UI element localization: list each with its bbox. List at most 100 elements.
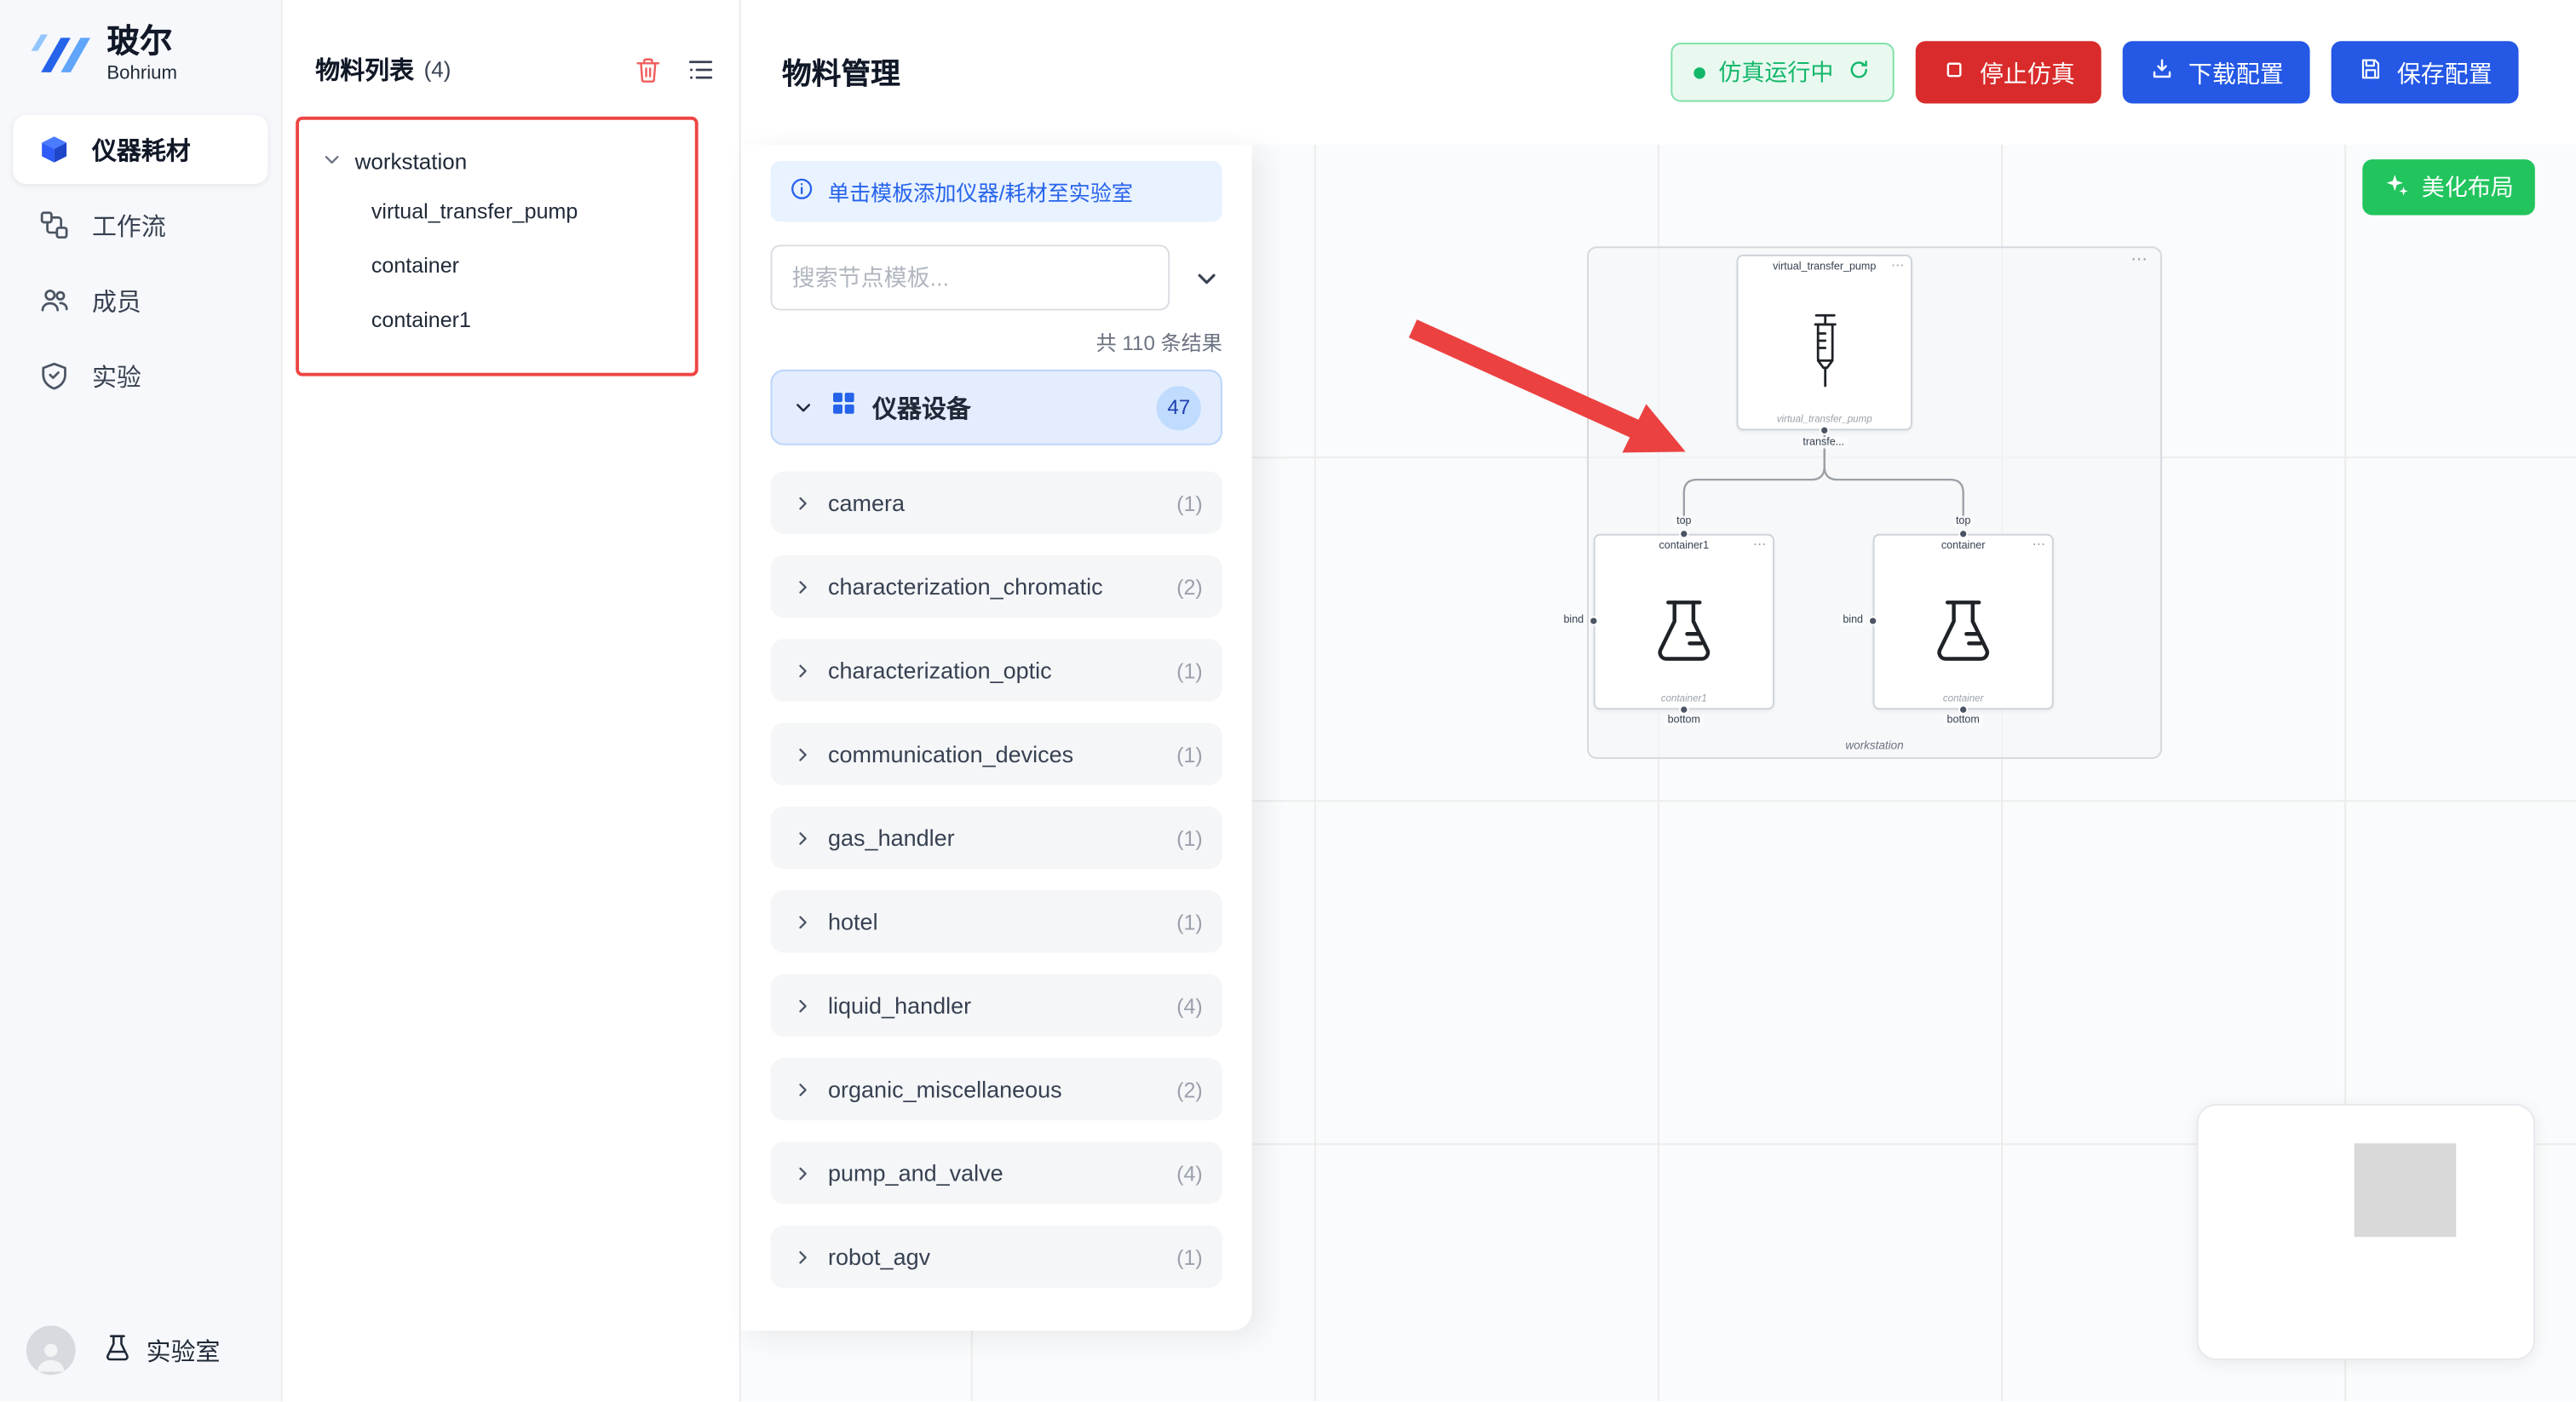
template-item-organic-miscellaneous[interactable]: organic_miscellaneous (2): [770, 1058, 1222, 1121]
sidebar: 玻尔 Bohrium 仪器耗材: [0, 0, 283, 1402]
workflow-icon: [37, 209, 71, 242]
sidebar-item-instruments[interactable]: 仪器耗材: [13, 115, 268, 185]
node-title: container1: [1659, 540, 1710, 553]
sidebar-item-workflow[interactable]: 工作流: [13, 191, 267, 260]
tree-node-label: workstation: [354, 149, 468, 175]
template-item-characterization-chromatic[interactable]: characterization_chromatic (2): [770, 554, 1222, 618]
node-subtitle: container: [1942, 694, 1984, 705]
template-item-hotel[interactable]: hotel (1): [770, 890, 1222, 953]
material-list-panel: 物料列表 (4): [282, 0, 741, 1402]
port-label-transfer: transfe...: [1799, 437, 1848, 449]
refresh-icon: [1847, 58, 1872, 88]
minimap[interactable]: [2196, 1104, 2535, 1360]
template-item-communication-devices[interactable]: communication_devices (1): [770, 722, 1222, 785]
grid-icon: [830, 389, 858, 425]
sidebar-item-label: 成员: [92, 288, 141, 317]
template-item-robot-agv[interactable]: robot_agv (1): [770, 1225, 1222, 1289]
sidebar-item-experiment[interactable]: 实验: [13, 342, 267, 411]
panel-collapse-chevron-icon[interactable]: [1189, 261, 1222, 295]
node-more-icon[interactable]: ⋯: [1890, 257, 1905, 273]
sidebar-item-label: 仪器耗材: [92, 137, 191, 165]
info-text: 单击模板添加仪器/耗材至实验室: [828, 181, 1134, 206]
node-virtual-transfer-pump[interactable]: virtual_transfer_pump ⋯ vir: [1736, 254, 1912, 431]
simulation-status-badge[interactable]: 仿真运行中: [1670, 43, 1895, 102]
material-list-title: 物料列表: [315, 57, 415, 86]
bohrium-logo-icon: [31, 34, 91, 72]
node-subtitle: virtual_transfer_pump: [1776, 415, 1872, 426]
template-item-gas-handler[interactable]: gas_handler (1): [770, 806, 1222, 870]
port-label-bottom: bottom: [1943, 714, 1983, 727]
members-icon: [37, 284, 71, 318]
beautify-layout-button[interactable]: 美化布局: [2362, 159, 2535, 215]
info-icon: [789, 175, 815, 207]
chevron-right-icon: [791, 658, 814, 681]
group-more-icon[interactable]: ⋯: [2130, 251, 2148, 270]
save-icon: [2358, 56, 2384, 89]
tree-node-workstation[interactable]: workstation: [309, 140, 686, 184]
sidebar-bottom: 实验室: [0, 1306, 281, 1401]
chevron-down-icon: [322, 150, 342, 175]
category-count-badge: 47: [1156, 385, 1201, 430]
chevron-right-icon: [791, 910, 814, 933]
minimap-viewport[interactable]: [2354, 1143, 2457, 1238]
experiment-shield-icon: [37, 359, 71, 393]
tree-view-icon[interactable]: [683, 54, 716, 87]
material-list-header: 物料列表 (4): [283, 0, 739, 101]
chevron-right-icon: [791, 1162, 814, 1185]
chevron-right-icon: [791, 575, 814, 598]
chevron-right-icon: [791, 1245, 814, 1268]
sidebar-nav: 仪器耗材 工作流: [0, 105, 281, 411]
beaker-icon: [1925, 552, 2001, 708]
chevron-right-icon: [791, 743, 814, 766]
logo-subtitle: Bohrium: [106, 65, 177, 85]
group-label: workstation: [1845, 740, 1904, 753]
logo: 玻尔 Bohrium: [0, 0, 281, 105]
node-container[interactable]: container ⋯ container: [1872, 533, 2054, 710]
template-search-input[interactable]: [770, 244, 1170, 311]
status-dot: [1693, 66, 1705, 78]
node-more-icon[interactable]: ⋯: [1752, 537, 1767, 553]
node-subtitle: container1: [1660, 694, 1707, 705]
stop-simulation-button[interactable]: 停止仿真: [1915, 41, 2102, 104]
main-area: 物料管理 仿真运行中: [740, 0, 2576, 1402]
status-label: 仿真运行中: [1718, 59, 1834, 86]
sparkle-icon: [2383, 172, 2410, 204]
port-label-bind: bind: [1560, 614, 1588, 626]
category-label: 仪器设备: [872, 394, 971, 423]
port-label-bind: bind: [1839, 614, 1866, 626]
page-title: 物料管理: [782, 57, 900, 91]
node-title: container: [1941, 540, 1986, 553]
tree-node-child[interactable]: container1: [371, 307, 471, 332]
download-config-button[interactable]: 下载配置: [2122, 41, 2310, 104]
node-container1[interactable]: container1 ⋯ container1: [1593, 533, 1774, 710]
tree-node-child[interactable]: virtual_transfer_pump: [371, 198, 578, 224]
node-title: virtual_transfer_pump: [1773, 261, 1877, 273]
chevron-down-icon: [792, 396, 815, 419]
sidebar-item-members[interactable]: 成员: [13, 266, 267, 335]
tree-node-child[interactable]: container: [371, 253, 460, 278]
chevron-right-icon: [791, 491, 814, 514]
delete-trash-icon[interactable]: [631, 54, 664, 87]
node-more-icon[interactable]: ⋯: [2032, 537, 2046, 553]
category-instruments[interactable]: 仪器设备 47: [770, 369, 1222, 445]
template-item-camera[interactable]: camera (1): [770, 471, 1222, 534]
chevron-right-icon: [791, 826, 814, 849]
logo-title: 玻尔: [106, 25, 173, 62]
port-label-bottom: bottom: [1664, 714, 1704, 727]
material-tree-highlight: workstation virtual_transfer_pump contai…: [296, 116, 699, 376]
chevron-right-icon: [791, 994, 814, 1017]
port-label-top: top: [1673, 515, 1695, 528]
beaker-icon: [1646, 552, 1722, 708]
sidebar-item-label: 实验: [92, 364, 141, 392]
template-item-liquid-handler[interactable]: liquid_handler (4): [770, 974, 1222, 1037]
main-header: 物料管理 仿真运行中: [740, 0, 2576, 145]
results-count: 共 110 条结果: [1095, 331, 1222, 355]
save-config-button[interactable]: 保存配置: [2331, 41, 2519, 104]
port-label-top: top: [1952, 515, 1975, 528]
stop-icon: [1942, 57, 1967, 89]
template-item-pump-and-valve[interactable]: pump_and_valve (4): [770, 1141, 1222, 1204]
lab-switcher[interactable]: 实验室: [102, 1331, 220, 1369]
template-item-characterization-optic[interactable]: characterization_optic (1): [770, 639, 1222, 702]
user-avatar[interactable]: [26, 1325, 76, 1376]
